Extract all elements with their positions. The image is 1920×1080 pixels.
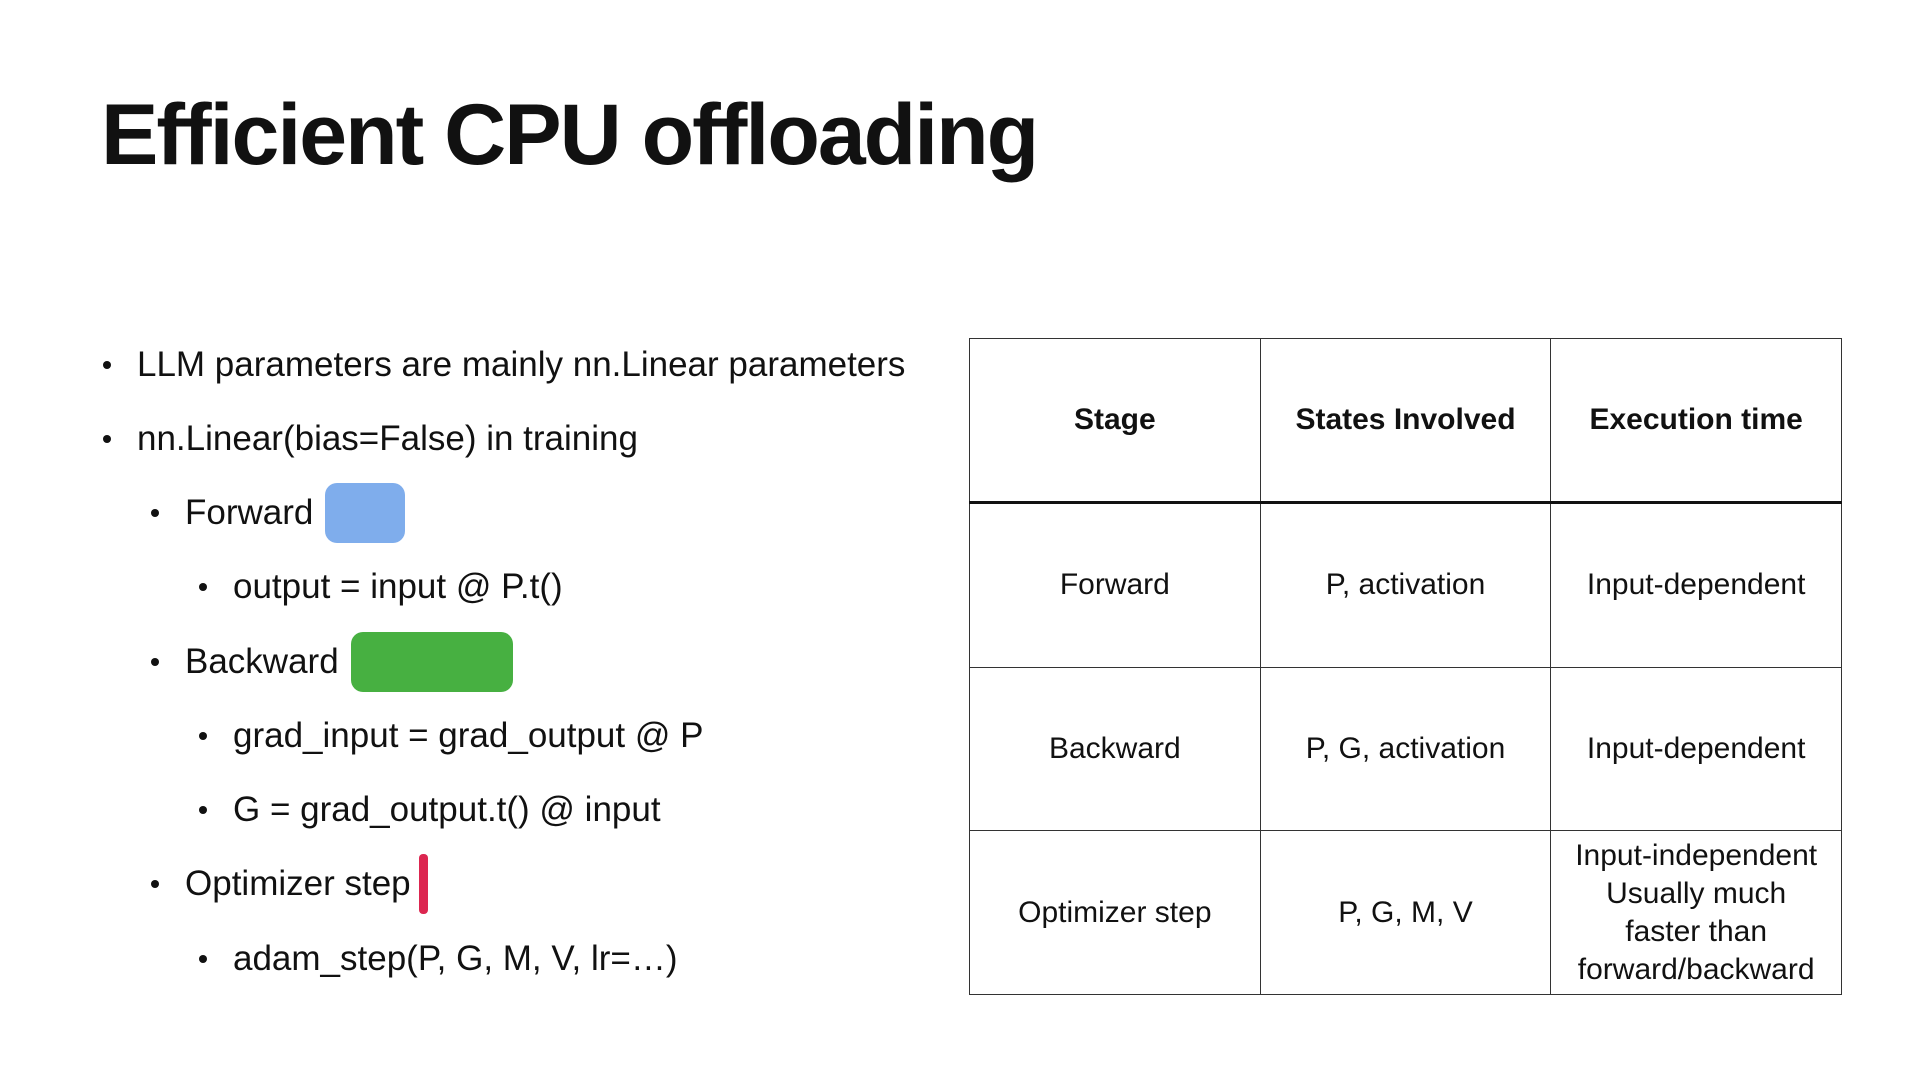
cell-states: P, G, activation — [1259, 666, 1552, 832]
table-row-backward: Backward P, G, activation Input-dependen… — [969, 666, 1842, 832]
optimizer-color-marker — [418, 854, 428, 914]
table-header-row: Stage States Involved Execution time — [969, 338, 1842, 504]
stage-comparison-table: Stage States Involved Execution time For… — [969, 338, 1842, 995]
header-stage: Stage — [969, 338, 1261, 504]
bullet-text: Optimizer step — [185, 864, 411, 903]
cell-states: P, G, M, V — [1259, 830, 1552, 995]
bullet-nn-linear-training: nn.Linear(bias=False) in training — [103, 409, 638, 469]
execution-time-line: faster than — [1625, 914, 1768, 948]
forward-color-swatch — [325, 483, 406, 543]
bullet-text: output = input @ P.t() — [233, 567, 563, 606]
cell-stage: Backward — [969, 666, 1261, 832]
bullet-dot — [103, 361, 111, 369]
bullet-grad-input-formula: grad_input = grad_output @ P — [199, 706, 703, 766]
bullet-text: nn.Linear(bias=False) in training — [137, 419, 638, 458]
bullet-dot — [199, 583, 207, 591]
table-row-forward: Forward P, activation Input-dependent — [969, 502, 1842, 668]
header-states-involved: States Involved — [1259, 338, 1552, 504]
execution-time-line: Input-independent — [1575, 838, 1818, 872]
bullet-dot — [199, 955, 207, 963]
bullet-forward: Forward — [151, 483, 406, 543]
bullet-dot — [151, 509, 159, 517]
cell-execution-time: Input-dependent — [1550, 502, 1842, 668]
cell-execution-time: Input-independent Usually much faster th… — [1550, 830, 1842, 995]
bullet-text: Forward — [185, 493, 314, 532]
bullet-text: G = grad_output.t() @ input — [233, 790, 661, 829]
cell-stage: Forward — [969, 502, 1261, 668]
bullet-backward: Backward — [151, 632, 513, 692]
bullet-dot — [103, 435, 111, 443]
bullet-adam-step-formula: adam_step(P, G, M, V, lr=…) — [199, 929, 678, 989]
bullet-optimizer-step: Optimizer step — [151, 854, 428, 914]
bullet-dot — [151, 658, 159, 666]
bullet-dot — [199, 732, 207, 740]
cell-states: P, activation — [1259, 502, 1552, 668]
cell-execution-time: Input-dependent — [1550, 666, 1842, 832]
bullet-text: LLM parameters are mainly nn.Linear para… — [137, 345, 906, 384]
bullet-llm-parameters: LLM parameters are mainly nn.Linear para… — [103, 335, 905, 395]
bullet-forward-formula: output = input @ P.t() — [199, 557, 563, 617]
bullet-text: adam_step(P, G, M, V, lr=…) — [233, 939, 678, 978]
cell-stage: Optimizer step — [969, 830, 1261, 995]
table-row-optimizer-step: Optimizer step P, G, M, V Input-independ… — [969, 830, 1842, 995]
execution-time-line: Usually much — [1606, 876, 1787, 910]
slide-title: Efficient CPU offloading — [101, 87, 1039, 183]
execution-time-line: forward/backward — [1577, 952, 1815, 986]
header-execution-time: Execution time — [1550, 338, 1842, 504]
bullet-dot — [151, 880, 159, 888]
bullet-text: Backward — [185, 642, 339, 681]
bullet-text: grad_input = grad_output @ P — [233, 716, 704, 755]
bullet-dot — [199, 806, 207, 814]
bullet-list: LLM parameters are mainly nn.Linear para… — [103, 335, 905, 989]
backward-color-swatch — [350, 632, 513, 692]
bullet-grad-weight-formula: G = grad_output.t() @ input — [199, 780, 661, 840]
